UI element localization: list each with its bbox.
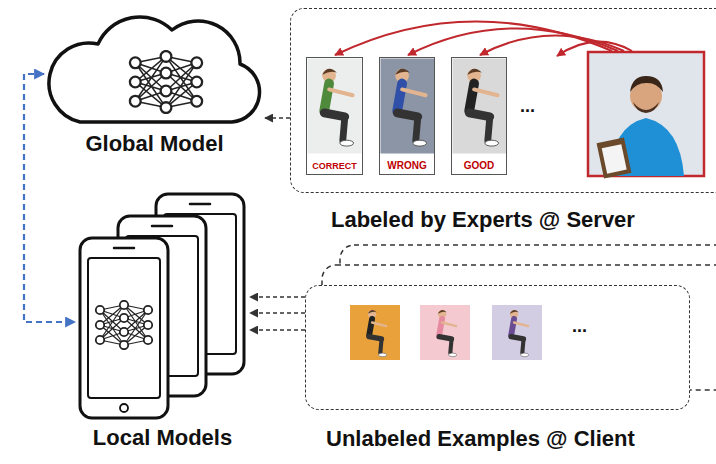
feedback-arrows — [335, 21, 632, 56]
photo — [420, 305, 470, 360]
expert-photo — [588, 52, 704, 179]
connectors — [24, 74, 305, 330]
photo — [453, 59, 507, 154]
flow-arrow — [24, 74, 75, 322]
ellipsis-label: ... — [572, 316, 587, 336]
person-figure — [467, 69, 498, 146]
photo — [492, 305, 542, 360]
cloud-node: Global Model — [44, 8, 265, 160]
node-title: Local Models — [93, 425, 232, 450]
flow-arrow — [250, 312, 305, 314]
cloud-outline — [49, 17, 260, 122]
person-figure — [438, 310, 457, 357]
person-figure — [368, 310, 387, 357]
network-icon — [130, 51, 202, 113]
client-panel: Unlabeled Examples @ Client — [305, 285, 690, 410]
image-card: CORRECT — [306, 57, 363, 175]
person-figure — [322, 69, 353, 146]
image-card: WRONG — [379, 57, 435, 175]
person-figure — [510, 310, 529, 357]
node-title: Labeled by Experts @ Server — [331, 207, 635, 232]
flow-arrow — [250, 329, 305, 331]
network-icon — [96, 301, 152, 349]
flow-arrow — [250, 296, 305, 298]
server-images — [308, 21, 705, 178]
phone-stack — [80, 194, 244, 418]
photo — [308, 59, 362, 154]
node-title: Global Model — [85, 131, 223, 156]
server-panel: CORRECTWRONGGOODLabeled by Experts @ Ser… — [290, 8, 716, 193]
label-holder: ... — [520, 96, 535, 117]
panel-ground — [305, 285, 690, 410]
ellipsis-label: ... — [520, 96, 535, 116]
card-label: WRONG — [385, 160, 428, 172]
cloud-shape — [49, 17, 260, 122]
photo — [350, 305, 400, 360]
client-stack — [305, 245, 716, 410]
flow-arrow — [265, 117, 290, 119]
phone-icon — [80, 238, 168, 418]
image-card: GOOD — [451, 57, 507, 175]
node-title: Unlabeled Examples @ Client — [326, 426, 635, 451]
card-label: GOOD — [462, 160, 497, 172]
card-label: CORRECT — [310, 161, 359, 171]
person-figure — [395, 69, 426, 146]
phone-node: Local Models — [75, 190, 250, 454]
label-holder: ... — [572, 316, 587, 337]
photo — [381, 59, 435, 154]
